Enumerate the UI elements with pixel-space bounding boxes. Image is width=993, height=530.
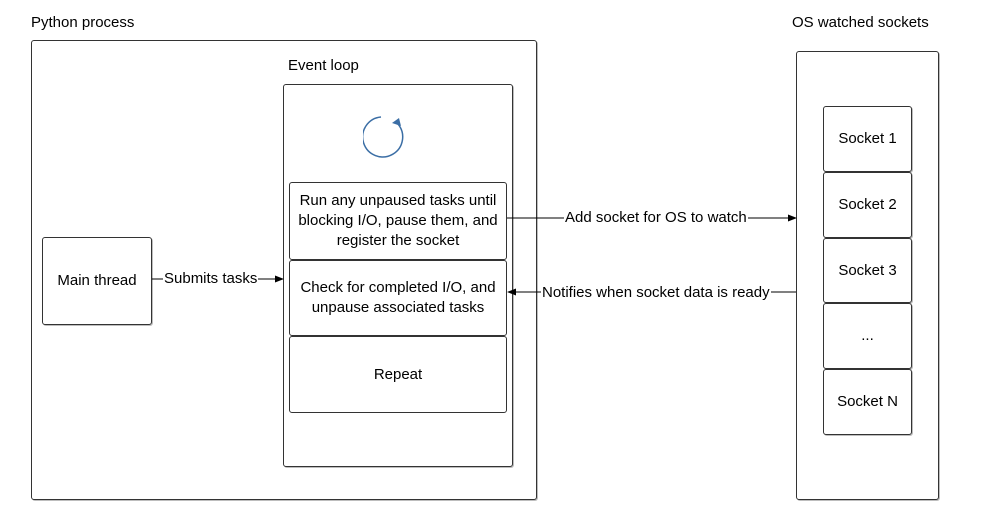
socket-3-label: Socket 3 <box>838 261 897 279</box>
event-loop-step-run-tasks: Run any unpaused tasks until blocking I/… <box>289 182 507 260</box>
main-thread-label: Main thread <box>57 272 137 289</box>
notifies-label: Notifies when socket data is ready <box>541 284 771 302</box>
socket-ellipsis-label: ... <box>861 327 874 344</box>
submits-arrowhead <box>275 275 284 283</box>
socket-ellipsis-box: ... <box>823 303 912 369</box>
event-loop-step-repeat: Repeat <box>289 336 507 413</box>
refresh-cycle-icon <box>363 116 404 158</box>
submits-tasks-label: Submits tasks <box>163 270 259 288</box>
python-process-title: Python process <box>31 14 135 31</box>
socket-3-box: Socket 3 <box>823 238 912 303</box>
main-thread-box: Main thread <box>42 237 152 325</box>
event-loop-step-check-io: Check for completed I/O, and unpause ass… <box>289 260 507 336</box>
socket-1-box: Socket 1 <box>823 106 912 172</box>
add-socket-arrowhead <box>788 214 797 222</box>
socket-2-label: Socket 2 <box>838 196 897 213</box>
add-socket-label: Add socket for OS to watch <box>564 209 748 227</box>
check-io-text: Check for completed I/O, and unpause ass… <box>300 279 496 316</box>
os-sockets-title: OS watched sockets <box>792 14 929 31</box>
repeat-text: Repeat <box>373 365 423 383</box>
run-tasks-text: Run any unpaused tasks until blocking I/… <box>298 192 498 249</box>
socket-n-box: Socket N <box>823 369 912 435</box>
notifies-arrowhead <box>507 288 516 296</box>
socket-1-label: Socket 1 <box>838 130 897 147</box>
socket-n-label: Socket N <box>837 393 898 410</box>
event-loop-title: Event loop <box>288 57 359 74</box>
socket-2-box: Socket 2 <box>823 172 912 238</box>
